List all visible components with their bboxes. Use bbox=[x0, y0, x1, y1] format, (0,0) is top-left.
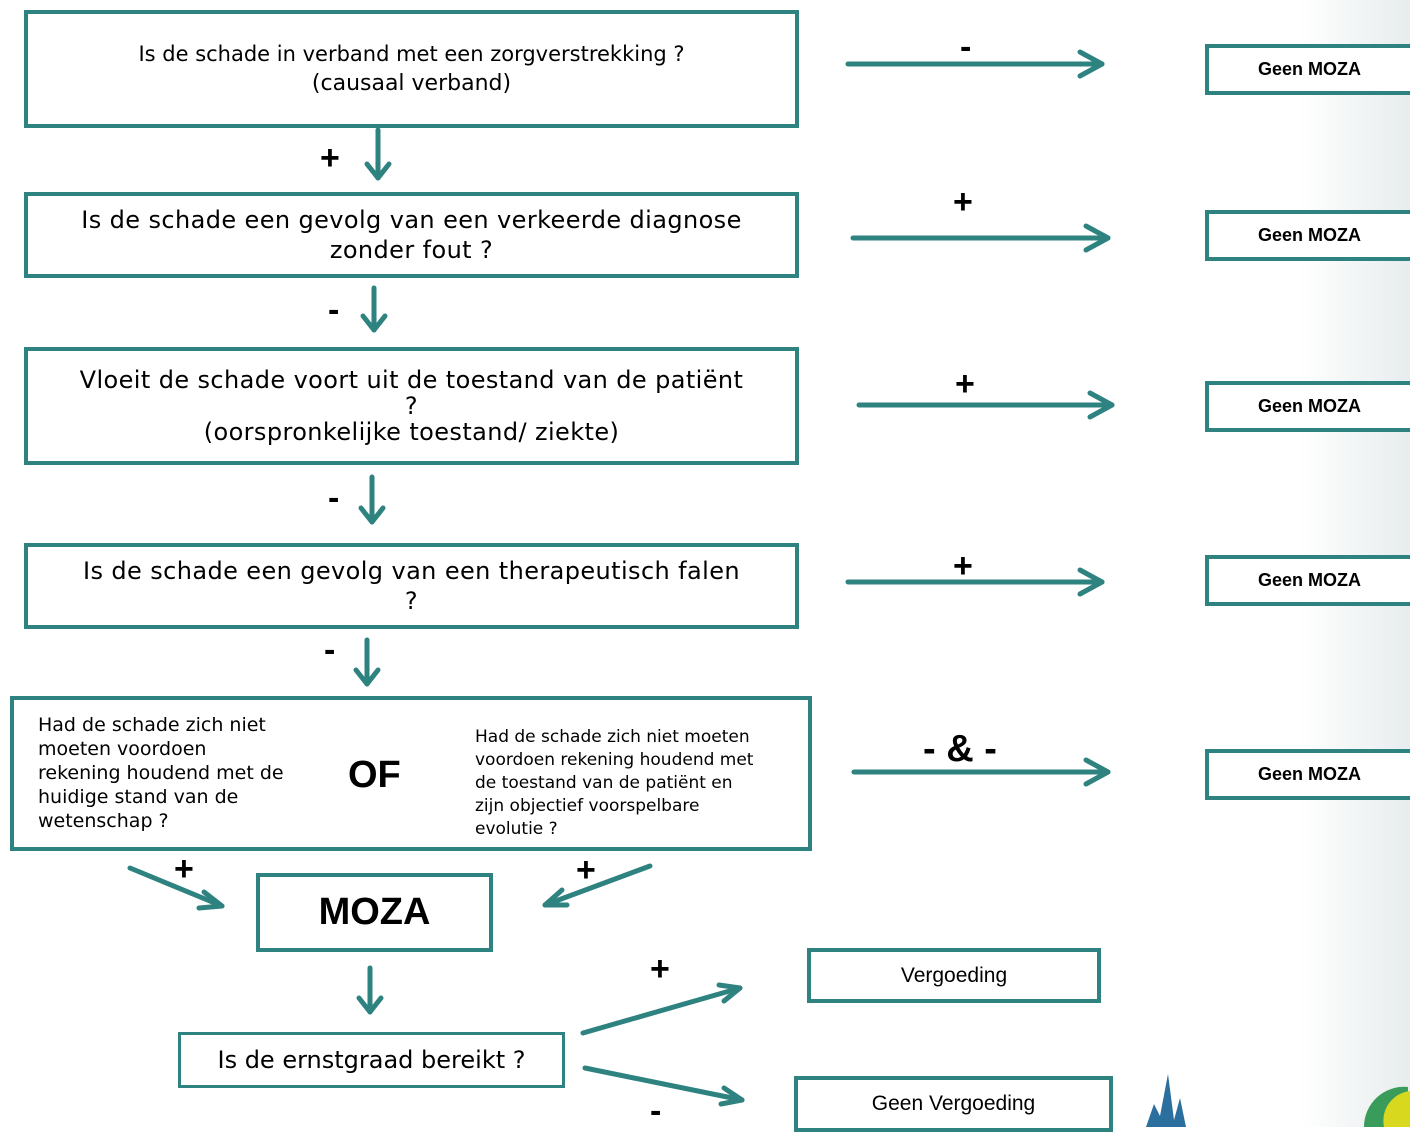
arrow-left-to-moza bbox=[127, 865, 225, 911]
arrow-to-geen-vergoeding bbox=[582, 1065, 745, 1107]
question-patient-condition-line3: (oorspronkelijke toestand/ ziekte) bbox=[203, 418, 620, 446]
science-line: moeten voordoen bbox=[38, 738, 207, 760]
arrow-down-2 bbox=[360, 285, 388, 333]
logo-circle-icon bbox=[1363, 1086, 1410, 1127]
evolution-line: evolutie ? bbox=[475, 819, 558, 839]
evolution-line: de toestand van de patiënt en bbox=[475, 773, 733, 793]
arrow-down-1 bbox=[364, 127, 392, 181]
or-connector: OF bbox=[348, 754, 401, 796]
sign-down-no-3: - bbox=[324, 631, 336, 669]
arrow-to-vergoeding bbox=[580, 982, 743, 1036]
sign-geen-vergoeding: - bbox=[650, 1092, 662, 1130]
arrow-q3-result bbox=[856, 390, 1115, 420]
question-patient-condition-line2: ? bbox=[404, 392, 419, 420]
question-science-option: Had de schade zich niet moeten voordoen … bbox=[38, 713, 338, 833]
question-therapeutic-failure: Is de schade een gevolg van een therapeu… bbox=[24, 543, 799, 629]
science-line: wetenschap ? bbox=[38, 810, 169, 832]
moza-box: MOZA bbox=[256, 873, 493, 952]
severity-question: Is de ernstgraad bereikt ? bbox=[178, 1032, 565, 1088]
question-causal-link-line1: Is de schade in verband met een zorgvers… bbox=[138, 42, 685, 66]
question-should-not-have-happened: Had de schade zich niet moeten voordoen … bbox=[10, 696, 812, 851]
question-patient-condition: Vloeit de schade voort uit de toestand v… bbox=[24, 347, 799, 465]
sign-q4-yes: + bbox=[953, 547, 973, 585]
sign-q5-no-and-no: - & - bbox=[923, 728, 997, 770]
result-geen-moza-3: Geen MOZA bbox=[1205, 381, 1410, 432]
arrow-down-5 bbox=[356, 965, 384, 1015]
evolution-line: Had de schade zich niet moeten bbox=[475, 727, 750, 747]
arrow-q2-result bbox=[850, 223, 1111, 253]
sign-moza-left: + bbox=[174, 850, 194, 888]
result-geen-moza-1: Geen MOZA bbox=[1205, 44, 1410, 95]
sign-q3-yes: + bbox=[955, 365, 975, 403]
sign-down-yes: + bbox=[320, 139, 340, 177]
sign-vergoeding: + bbox=[650, 950, 670, 988]
arrow-q1-result bbox=[845, 49, 1105, 79]
result-geen-moza-5: Geen MOZA bbox=[1205, 749, 1410, 800]
arrow-down-4 bbox=[353, 637, 381, 687]
evolution-line: zijn objectief voorspelbare bbox=[475, 796, 700, 816]
science-line: rekening houdend met de bbox=[38, 762, 284, 784]
arrow-down-3 bbox=[358, 474, 386, 525]
sign-moza-right: + bbox=[576, 851, 596, 889]
question-wrong-diagnosis-line1: Is de schade een gevolg van een verkeerd… bbox=[81, 206, 742, 234]
evolution-line: voordoen rekening houdend met bbox=[475, 750, 754, 770]
arrow-q4-result bbox=[845, 567, 1105, 597]
outcome-vergoeding: Vergoeding bbox=[807, 948, 1101, 1003]
arrow-q5-result bbox=[851, 757, 1111, 787]
science-line: huidige stand van de bbox=[38, 786, 239, 808]
question-therapeutic-failure-line2: ? bbox=[404, 587, 419, 615]
question-causal-link: Is de schade in verband met een zorgvers… bbox=[24, 10, 799, 128]
result-geen-moza-2: Geen MOZA bbox=[1205, 210, 1410, 261]
question-patient-condition-line1: Vloeit de schade voort uit de toestand v… bbox=[79, 366, 744, 394]
outcome-geen-vergoeding: Geen Vergoeding bbox=[794, 1076, 1113, 1132]
question-wrong-diagnosis-line2: zonder fout ? bbox=[329, 236, 494, 264]
sign-down-no-2: - bbox=[328, 479, 340, 517]
question-causal-link-line2: (causaal verband) bbox=[311, 71, 512, 96]
sign-q1-no: - bbox=[960, 28, 972, 66]
question-therapeutic-failure-line1: Is de schade een gevolg van een therapeu… bbox=[83, 557, 740, 585]
sign-down-no-1: - bbox=[328, 291, 340, 329]
arrow-right-to-moza bbox=[542, 863, 653, 908]
logo-shape-icon bbox=[1146, 1074, 1186, 1127]
question-evolution-option: Had de schade zich niet moeten voordoen … bbox=[475, 726, 805, 841]
result-geen-moza-4: Geen MOZA bbox=[1205, 555, 1410, 606]
question-wrong-diagnosis: Is de schade een gevolg van een verkeerd… bbox=[24, 192, 799, 278]
science-line: Had de schade zich niet bbox=[38, 714, 266, 736]
sign-q2-yes: + bbox=[953, 183, 973, 221]
